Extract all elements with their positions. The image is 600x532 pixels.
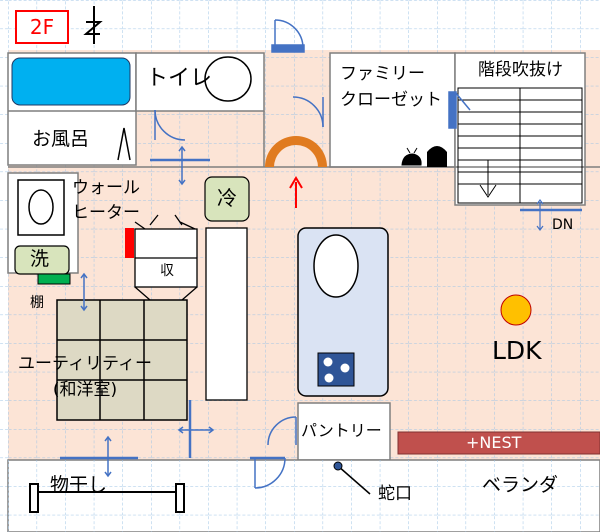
- arrow-up-icon: [289, 176, 303, 189]
- bath-label: お風呂: [32, 128, 90, 150]
- shelf-green: [37, 273, 71, 285]
- storage-label: 収: [160, 263, 174, 279]
- faucet-label: 蛇口: [378, 484, 412, 504]
- family-closet-label: ファミリー クローゼット: [340, 64, 442, 110]
- fridge-label: 冷: [217, 186, 237, 210]
- stairs-icon: [457, 87, 583, 204]
- drying-pole-icon: [29, 483, 185, 513]
- arch-opening: [265, 136, 327, 167]
- north-arrow-icon: [83, 6, 103, 44]
- pantry-label: パントリー: [301, 421, 382, 440]
- wall-heater-unit: [125, 228, 134, 258]
- toilet-bowl-icon: [204, 56, 252, 102]
- tatami-mats: [56, 299, 188, 421]
- shelf-label: 棚: [30, 295, 44, 311]
- veranda-label: ベランダ: [482, 474, 559, 496]
- ldk-label: LDK: [492, 336, 542, 365]
- stair-void-label: 階段吹抜け: [478, 60, 563, 80]
- nest-bar: [397, 431, 600, 455]
- ldk-light-icon: [500, 294, 532, 326]
- utility-label: ユーティリティー (和洋室): [18, 354, 152, 400]
- pantry-room: [297, 402, 391, 461]
- wall-heater-label: ウォール ヒーター: [72, 178, 140, 223]
- bathtub: [11, 57, 131, 106]
- veranda-faucet-icon: [333, 461, 343, 471]
- cupboard: [205, 227, 248, 401]
- fridge-box: [204, 176, 250, 222]
- doors: [60, 19, 471, 489]
- veranda-grid: [8, 460, 600, 532]
- washer-label: 洗: [30, 248, 50, 270]
- kitchen-sink-icon: [313, 234, 359, 298]
- floor-badge: 2F: [15, 10, 69, 44]
- floor-label: 2F: [29, 15, 55, 39]
- nest-label: +NEST: [466, 433, 522, 452]
- drying-label: 物干し: [50, 474, 108, 496]
- mouse-hole-icon: [427, 146, 447, 167]
- bath-faucet-icon: [117, 127, 131, 161]
- dn-label: DN: [552, 217, 574, 233]
- toilet-label: トイレ: [146, 66, 213, 91]
- mouse-icon: [401, 147, 422, 166]
- sink-bowl-icon: [28, 189, 54, 225]
